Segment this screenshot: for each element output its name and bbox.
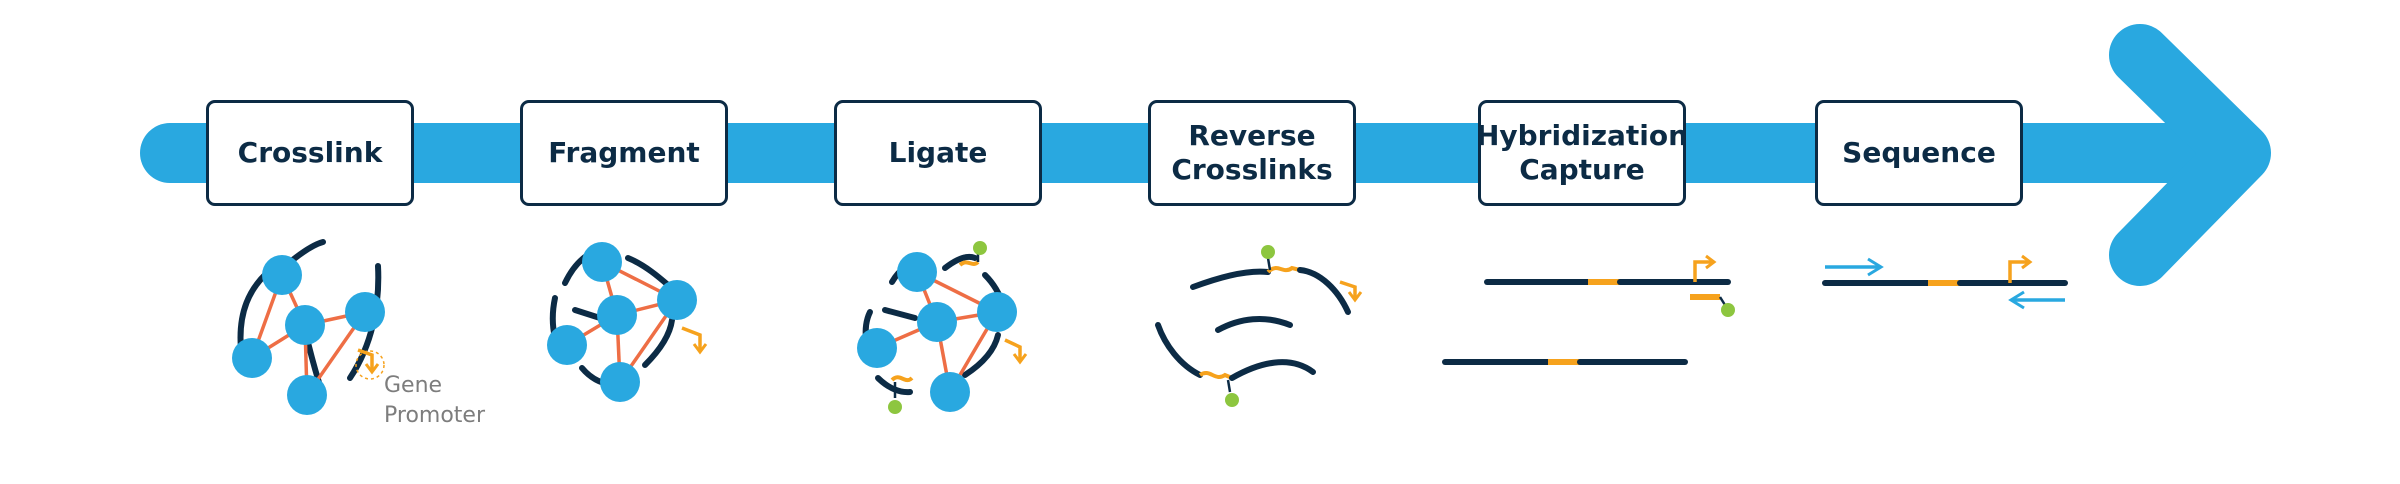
reverse-crosslinks-fragments-icon (1155, 245, 1363, 407)
step-crosslink[interactable]: Crosslink (206, 100, 414, 206)
step-reverse-crosslinks[interactable]: Reverse Crosslinks (1148, 100, 1356, 206)
forward-primer-arrow-icon (1825, 257, 1884, 277)
step-fragment[interactable]: Fragment (520, 100, 728, 206)
reverse-primer-arrow-icon (2008, 290, 2065, 310)
step-hybridization-capture[interactable]: Hybridization Capture (1476, 100, 1688, 206)
gene-label: Gene (384, 373, 443, 398)
ligate-chromatin-icon (857, 241, 1028, 414)
fragment-chromatin-icon (547, 242, 708, 402)
step-sequence[interactable]: Sequence (1815, 100, 2023, 206)
hybridization-capture-icon (1442, 254, 1735, 365)
step-ligate[interactable]: Ligate (834, 100, 1042, 206)
sequence-icon (1822, 254, 2068, 310)
crosslink-chromatin-icon (232, 239, 385, 415)
promoter-label: Promoter (384, 403, 485, 428)
